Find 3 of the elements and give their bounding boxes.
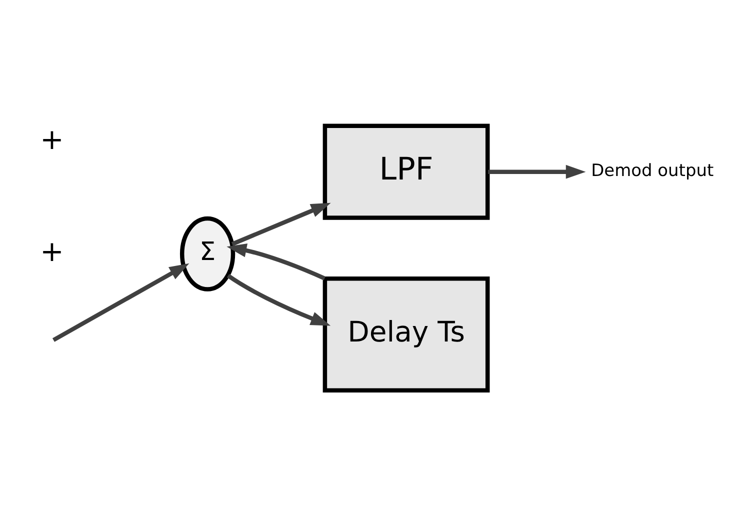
label: + [40,122,64,156]
label: + [40,234,64,268]
node-text: Demod output [591,160,714,181]
